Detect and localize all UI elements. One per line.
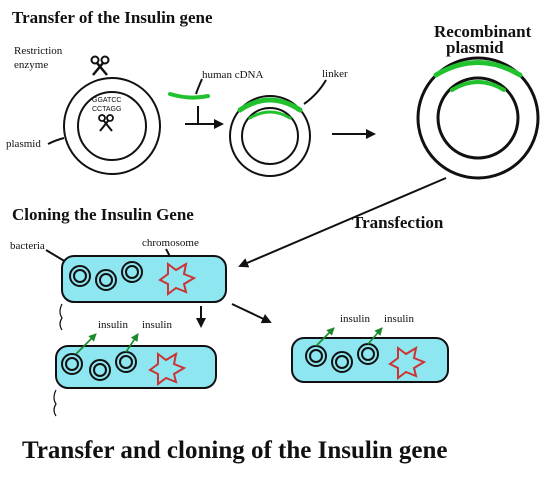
- recombinant-label-line2: plasmid: [446, 38, 504, 57]
- human-cdna-fragment: [168, 92, 210, 100]
- insulin-label-a2: insulin: [142, 319, 172, 331]
- insulin-arrow-b1: [315, 327, 335, 347]
- restriction-enzyme-label-line1: Restriction: [14, 45, 63, 57]
- bacterium-2: [53, 345, 217, 417]
- bacteria-pointer: [45, 249, 67, 263]
- restriction-site-top: GGATCC: [92, 97, 121, 104]
- insulin-arrow-a1: [75, 333, 97, 355]
- bacterium-1: [59, 255, 227, 331]
- transfer-title: Transfer of the Insulin gene: [12, 8, 213, 27]
- bacterium-3: [291, 337, 449, 383]
- linker-label: linker: [322, 68, 348, 80]
- cdna-pointer: [195, 78, 203, 95]
- cloning-title: Cloning the Insulin Gene: [12, 205, 194, 224]
- chromosome-icon: [158, 261, 197, 296]
- insulin-arrow-b2: [367, 327, 383, 345]
- restriction-site-bottom: CCTAGG: [92, 106, 121, 113]
- human-cdna-label: human cDNA: [202, 69, 263, 81]
- insulin-arrow-a2: [125, 333, 139, 353]
- transfection-label: Transfection: [352, 213, 444, 232]
- restriction-enzyme-label-line2: enzyme: [14, 59, 48, 71]
- divide-arrow-right: [231, 303, 272, 324]
- insulin-label-a1: insulin: [98, 319, 128, 331]
- plasmid-pointer: [47, 137, 65, 145]
- chromosome-label: chromosome: [142, 237, 199, 249]
- linker-pointer: [303, 79, 327, 105]
- footer-caption: Transfer and cloning of the Insulin gene: [22, 437, 448, 464]
- scissors-icon: [90, 55, 110, 76]
- recombinant-plasmid: [416, 56, 540, 180]
- ligated-plasmid: [229, 95, 311, 177]
- plasmid-label: plasmid: [6, 138, 41, 150]
- bacteria-label: bacteria: [10, 240, 45, 252]
- transfection-arrow: [238, 177, 447, 268]
- scissors-cut-icon: [98, 114, 114, 132]
- plasmid-ring: [63, 77, 161, 175]
- insulin-label-b1: insulin: [340, 313, 370, 325]
- insulin-label-b2: insulin: [384, 313, 414, 325]
- recombinant-label-line1: Recombinant: [434, 22, 532, 41]
- ligation-arrow: [185, 106, 222, 124]
